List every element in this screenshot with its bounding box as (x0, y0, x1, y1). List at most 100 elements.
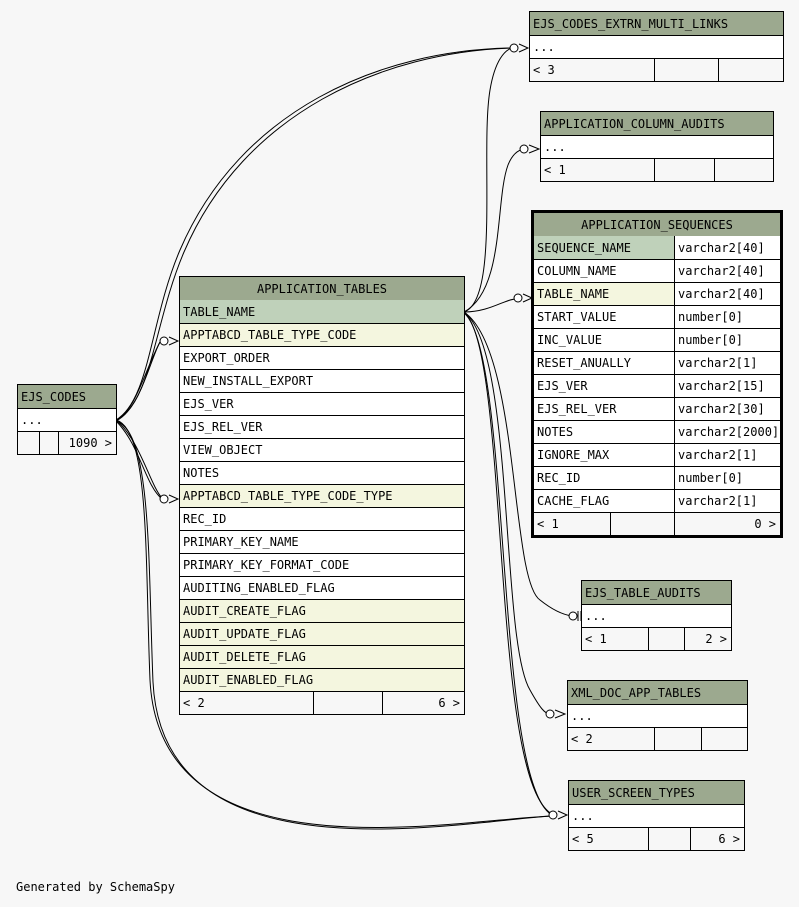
link-app-tables-xml-doc (463, 311, 551, 715)
column-name: RESET_ANUALLY (537, 356, 631, 370)
table-ejs-codes-extrn-multi-links[interactable]: EJS_CODES_EXTRN_MULTI_LINKS ... < 3 (529, 11, 784, 82)
column-row[interactable]: IGNORE_MAX varchar2[1] (534, 443, 780, 466)
column-row[interactable]: APPTABCD_TABLE_TYPE_CODE (180, 323, 464, 346)
table-title[interactable]: APPLICATION_COLUMN_AUDITS (541, 112, 773, 135)
table-title[interactable]: EJS_CODES (18, 385, 116, 408)
table-ejs-codes[interactable]: EJS_CODES ... 1090 > (17, 384, 117, 455)
column-name: AUDIT_CREATE_FLAG (180, 600, 464, 622)
column-row[interactable]: AUDITING_ENABLED_FLAG (180, 576, 464, 599)
table-application-column-audits[interactable]: APPLICATION_COLUMN_AUDITS ... < 1 (540, 111, 774, 182)
footer-spacer (648, 628, 684, 650)
column-name: AUDIT_UPDATE_FLAG (180, 623, 464, 645)
link-ejs-codes-app-tables (115, 341, 161, 421)
optional-marker (509, 43, 519, 53)
optional-marker (545, 709, 555, 719)
column-name: EJS_REL_VER (537, 402, 617, 416)
column-row[interactable]: EXPORT_ORDER (180, 346, 464, 369)
column-row[interactable]: EJS_REL_VER varchar2[30] (534, 397, 780, 420)
column-name: NOTES (183, 466, 220, 480)
parents-count[interactable]: < 1 (544, 163, 566, 177)
parents-count[interactable]: < 3 (533, 63, 555, 77)
column-row[interactable]: AUDIT_UPDATE_FLAG (180, 622, 464, 645)
children-count[interactable]: 1090 > (58, 432, 116, 454)
parents-count[interactable]: < 1 (537, 517, 559, 531)
column-name: EJS_VER (183, 397, 234, 411)
table-title[interactable]: APPLICATION_TABLES (180, 277, 464, 300)
optional-marker (159, 494, 169, 504)
table-ejs-table-audits[interactable]: EJS_TABLE_AUDITS ... < 1 2 > (581, 580, 732, 651)
table-title[interactable]: EJS_TABLE_AUDITS (582, 581, 731, 604)
column-row[interactable]: NEW_INSTALL_EXPORT (180, 369, 464, 392)
children-count (714, 159, 773, 181)
footer-spacer (648, 828, 690, 850)
column-name: IGNORE_MAX (537, 448, 610, 462)
column-row[interactable]: PRIMARY_KEY_FORMAT_CODE (180, 553, 464, 576)
column-type: varchar2[15] (674, 375, 780, 397)
table-title[interactable]: APPLICATION_SEQUENCES (534, 213, 780, 236)
column-name: CACHE_FLAG (537, 494, 610, 508)
column-row[interactable]: EJS_REL_VER (180, 415, 464, 438)
footer-spacer (39, 432, 58, 454)
table-title[interactable]: USER_SCREEN_TYPES (569, 781, 744, 804)
column-name: START_VALUE (537, 310, 617, 324)
column-row[interactable]: APPTABCD_TABLE_TYPE_CODE_TYPE (180, 484, 464, 507)
column-name: EJS_REL_VER (183, 420, 263, 434)
link-ejs-codes-app-tables (115, 419, 163, 499)
column-row[interactable]: AUDIT_ENABLED_FLAG (180, 668, 464, 691)
table-xml-doc-app-tables[interactable]: XML_DOC_APP_TABLES ... < 2 (567, 680, 748, 751)
column-row[interactable]: AUDIT_DELETE_FLAG (180, 645, 464, 668)
link-app-tables-extrn (463, 47, 513, 313)
column-name: APPTABCD_TABLE_TYPE_CODE (180, 324, 464, 346)
column-type: varchar2[2000] (674, 421, 780, 443)
parents-count[interactable]: < 2 (571, 732, 593, 746)
column-name: EXPORT_ORDER (183, 351, 270, 365)
column-name: NEW_INSTALL_EXPORT (183, 374, 314, 388)
column-name: PRIMARY_KEY_FORMAT_CODE (183, 558, 350, 572)
crows-foot-marker (168, 494, 180, 504)
optional-marker (513, 293, 523, 303)
table-title[interactable]: XML_DOC_APP_TABLES (568, 681, 747, 704)
column-row[interactable]: START_VALUE number[0] (534, 305, 780, 328)
link-ejs-codes-app-tables (115, 420, 163, 500)
column-row[interactable]: TABLE_NAME (180, 300, 464, 323)
parents-count[interactable]: < 2 (183, 696, 205, 710)
children-count[interactable]: 6 > (690, 828, 744, 850)
column-row[interactable]: VIEW_OBJECT (180, 438, 464, 461)
column-name: VIEW_OBJECT (183, 443, 263, 457)
optional-marker (568, 611, 578, 621)
column-row[interactable]: NOTES (180, 461, 464, 484)
table-user-screen-types[interactable]: USER_SCREEN_TYPES ... < 5 6 > (568, 780, 745, 851)
column-type: varchar2[1] (674, 444, 780, 466)
column-row[interactable]: REC_ID (180, 507, 464, 530)
link-app-tables-col-audits (463, 148, 525, 313)
parents-count[interactable]: < 1 (585, 632, 607, 646)
column-name: TABLE_NAME (180, 300, 464, 323)
column-type: varchar2[30] (674, 398, 780, 420)
column-row[interactable]: RESET_ANUALLY varchar2[1] (534, 351, 780, 374)
link-ejs-codes-app-tables (115, 341, 161, 421)
collapsed-columns: ... (568, 705, 747, 727)
parents-count[interactable]: < 5 (572, 832, 594, 846)
children-count[interactable]: 2 > (684, 628, 731, 650)
footer-spacer (654, 728, 701, 750)
children-count[interactable]: 6 > (382, 692, 464, 714)
column-row[interactable]: AUDIT_CREATE_FLAG (180, 599, 464, 622)
optional-marker (159, 336, 169, 346)
table-title[interactable]: EJS_CODES_EXTRN_MULTI_LINKS (530, 12, 783, 35)
column-type: number[0] (674, 306, 780, 328)
link-app-tables-sequences (463, 298, 517, 313)
column-type: varchar2[1] (674, 352, 780, 374)
collapsed-columns: ... (541, 136, 773, 158)
column-row[interactable]: EJS_VER (180, 392, 464, 415)
column-row[interactable]: PRIMARY_KEY_NAME (180, 530, 464, 553)
